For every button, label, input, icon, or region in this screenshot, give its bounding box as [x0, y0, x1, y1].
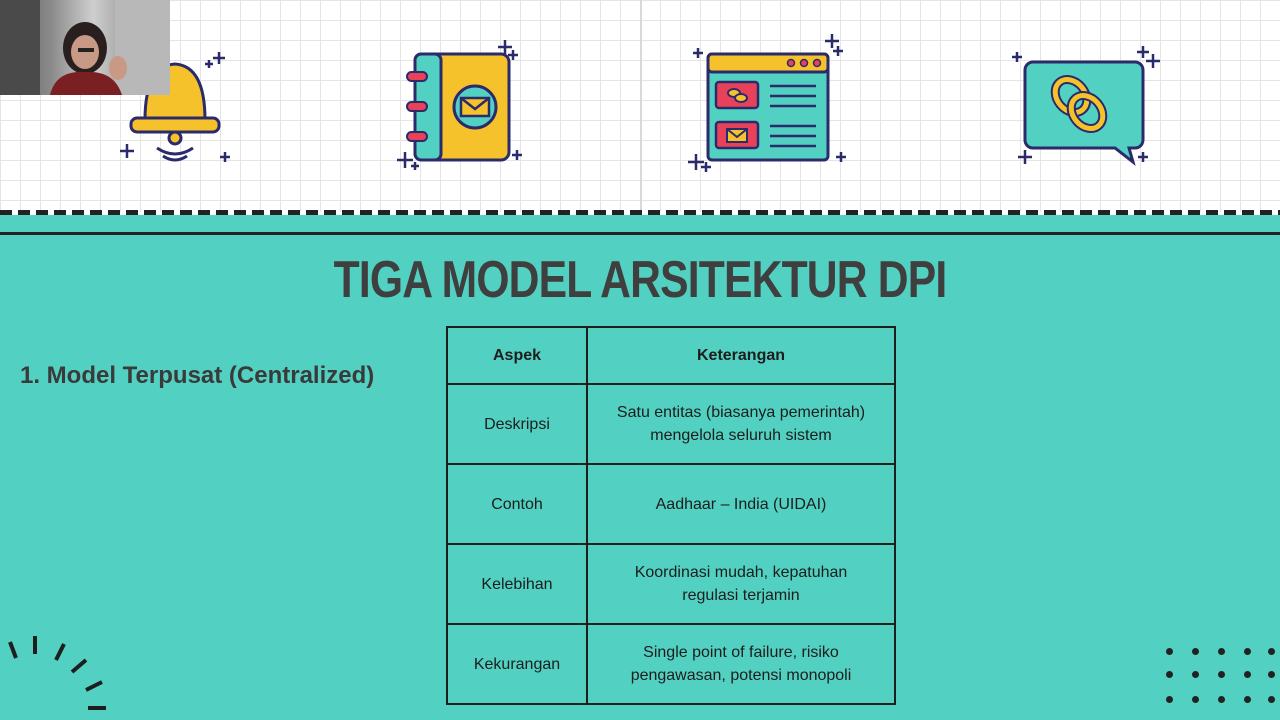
cell-aspek: Deskripsi [446, 383, 588, 465]
table-header-row: Aspek Keterangan [446, 326, 896, 385]
slide-title: TIGA MODEL ARSITEKTUR DPI [333, 251, 948, 309]
cell-keterangan-line: pengawasan, potensi monopoli [630, 667, 852, 684]
grid-divider [640, 0, 642, 212]
cell-aspek: Contoh [446, 463, 588, 545]
cell-keterangan: Satu entitas (biasanya pemerintah) menge… [586, 383, 896, 465]
cell-aspek: Kelebihan [446, 543, 588, 625]
table-row: Kekurangan Single point of failure, risi… [446, 623, 896, 705]
table-row: Contoh Aadhaar – India (UIDAI) [446, 463, 896, 545]
cell-keterangan: Koordinasi mudah, kepatuhan regulasi ter… [586, 543, 896, 625]
chat-link-icon [1012, 46, 1160, 167]
cell-keterangan-line: Koordinasi mudah, kepatuhan [634, 564, 848, 581]
table-row: Deskripsi Satu entitas (biasanya pemerin… [446, 383, 896, 465]
panel-top-border [0, 232, 1280, 235]
cell-keterangan-line: regulasi terjamin [682, 587, 800, 604]
cell-keterangan-line: Aadhaar – India (UIDAI) [655, 495, 827, 513]
architecture-table: Aspek Keterangan Deskripsi Satu entitas … [446, 326, 896, 705]
address-book-icon [397, 40, 522, 170]
presenter-silhouette [0, 0, 170, 95]
header-keterangan: Keterangan [586, 326, 896, 385]
bell-icon [120, 52, 230, 162]
section-label: 1. Model Terpusat (Centralized) [20, 362, 375, 389]
decorative-dashes [8, 636, 106, 710]
browser-window-icon [688, 34, 846, 172]
cell-keterangan: Single point of failure, risiko pengawas… [586, 623, 896, 705]
cell-keterangan-line: Satu entitas (biasanya pemerintah) [616, 404, 866, 421]
section-divider [0, 210, 1280, 215]
cell-keterangan: Aadhaar – India (UIDAI) [586, 463, 896, 545]
cell-aspek: Kekurangan [446, 623, 588, 705]
table-row: Kelebihan Koordinasi mudah, kepatuhan re… [446, 543, 896, 625]
header-aspek: Aspek [446, 326, 588, 385]
presenter-webcam-video [0, 0, 170, 95]
cell-keterangan-line: mengelola seluruh sistem [650, 427, 832, 444]
cell-keterangan-line: Single point of failure, risiko [643, 644, 839, 661]
